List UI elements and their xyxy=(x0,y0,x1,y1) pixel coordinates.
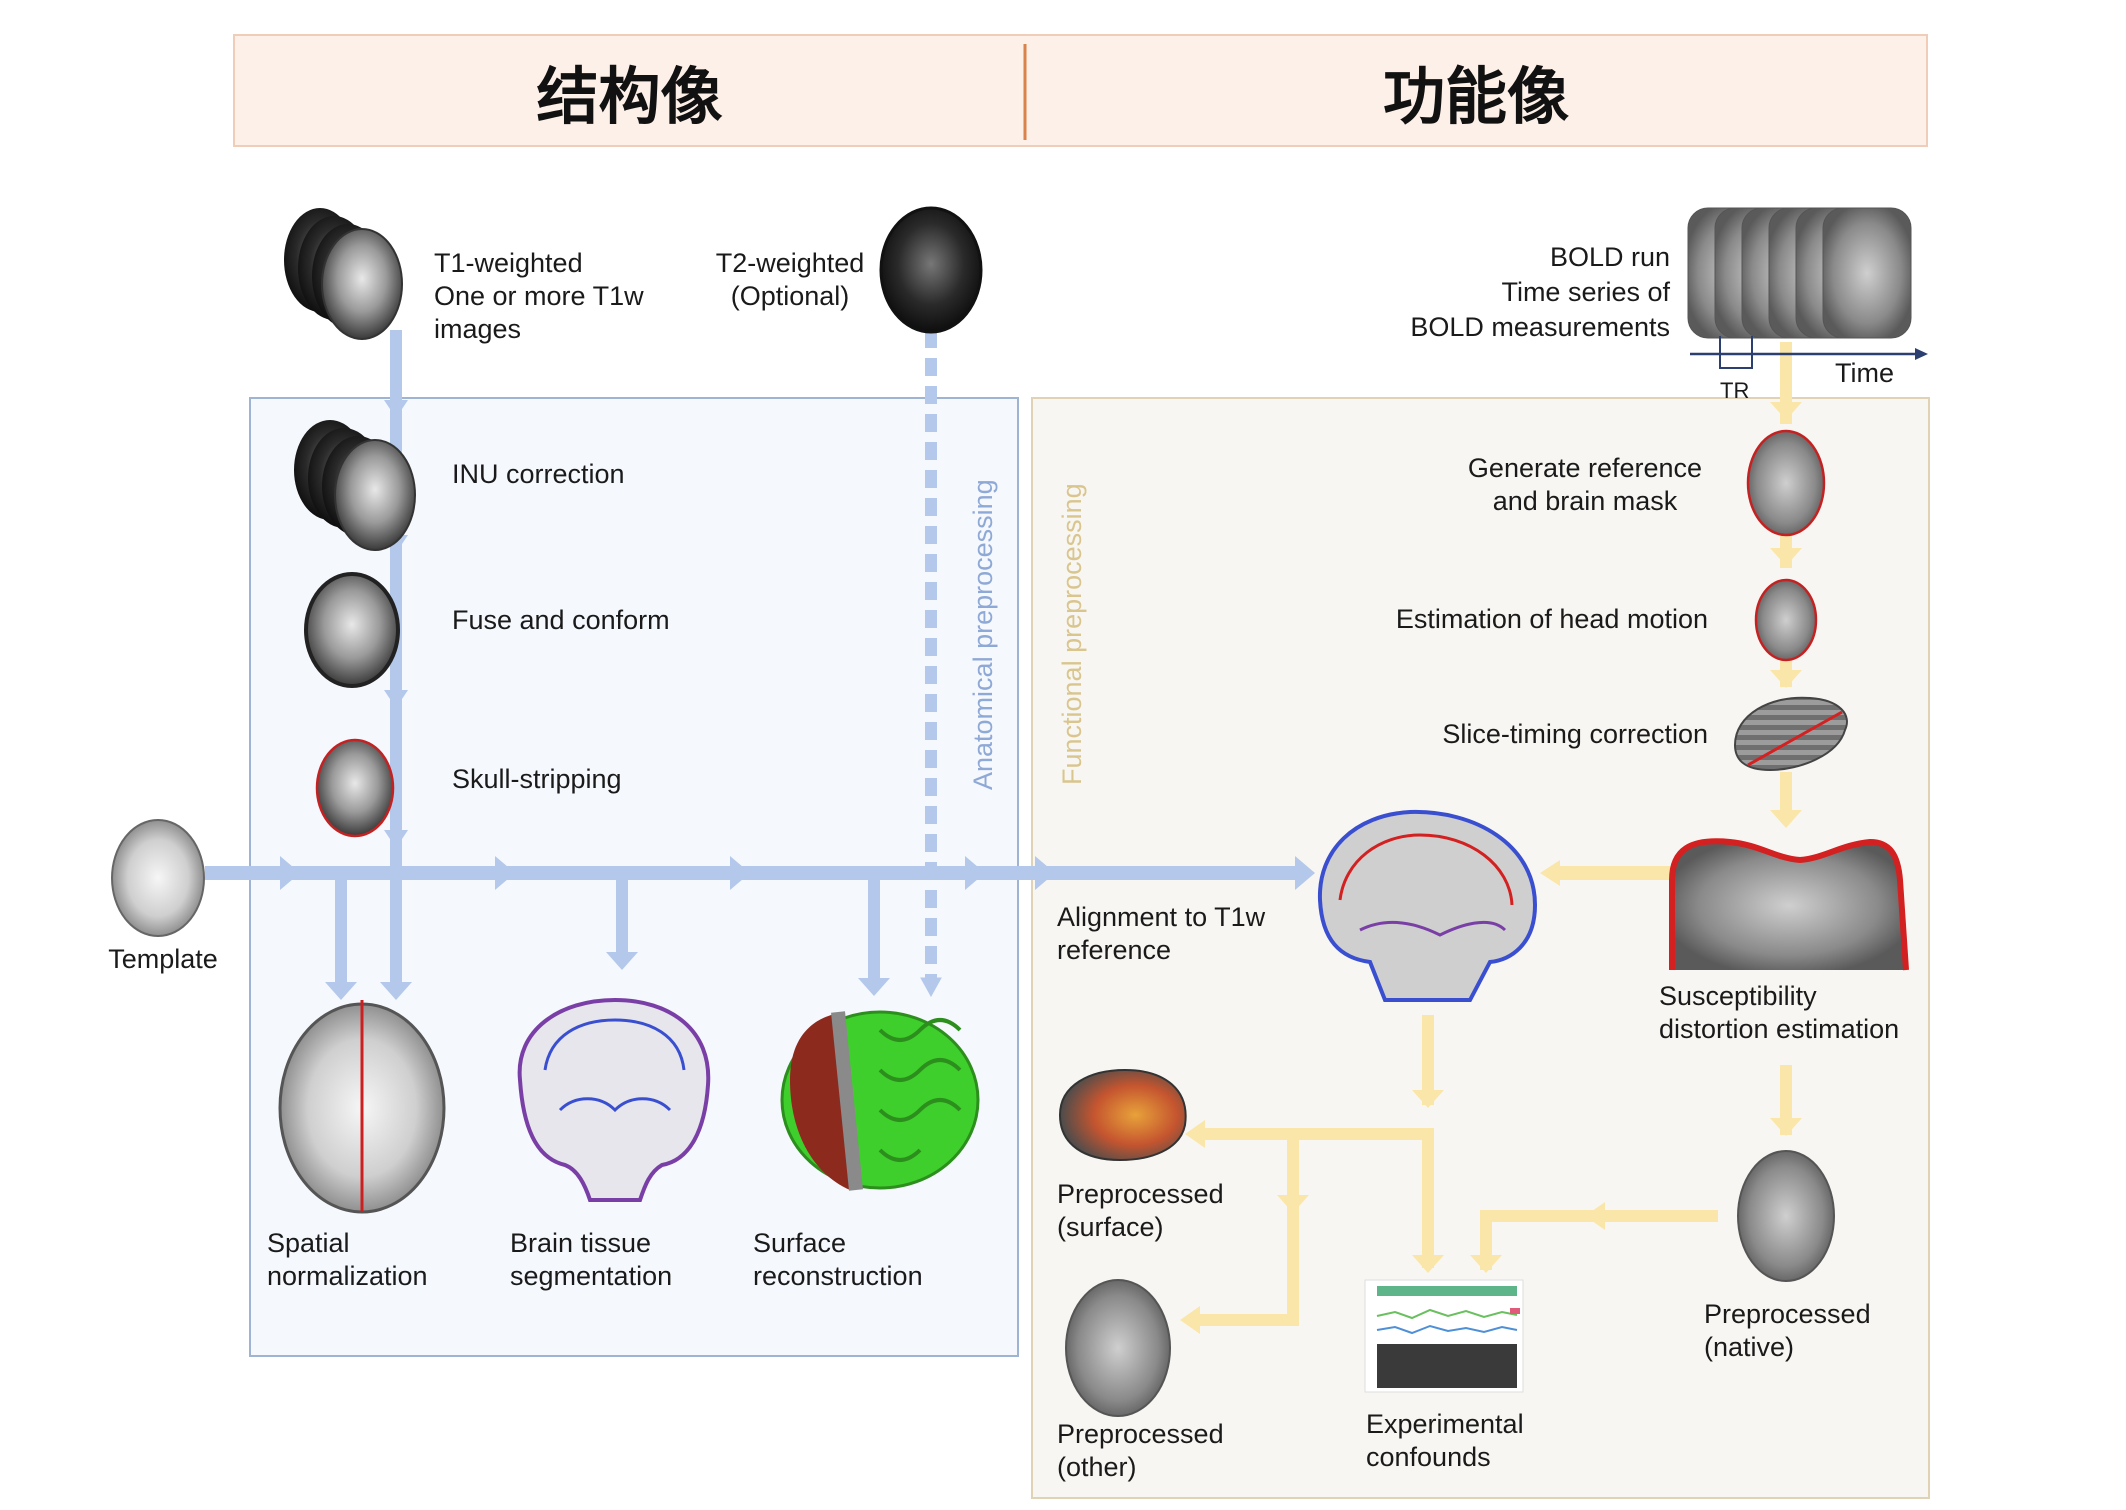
tissue-segmentation-image xyxy=(517,997,711,1202)
spatial-normalization-label: Spatial normalization xyxy=(267,1228,428,1291)
spatial-normalization-image xyxy=(278,1000,446,1214)
t2-dashed-arrow xyxy=(920,330,942,998)
functional-arrows xyxy=(1180,342,1802,1334)
t2-image xyxy=(879,206,983,334)
experimental-confounds-label: Experimental confounds xyxy=(1366,1409,1524,1472)
header-functional: 功能像 xyxy=(1382,59,1569,133)
brain-tissue-segmentation-label: Brain tissue segmentation xyxy=(510,1228,673,1291)
slice-timing-image xyxy=(1733,696,1848,772)
head-motion-label: Estimation of head motion xyxy=(1395,604,1708,634)
template-label: Template xyxy=(108,944,218,974)
inu-correction-label: INU correction xyxy=(452,459,625,489)
sdc-image xyxy=(1669,838,1909,971)
inu-image xyxy=(294,420,416,551)
t2-label: T2-weighted (Optional) xyxy=(715,248,865,311)
skullstrip-image xyxy=(315,738,395,838)
generate-reference-label: Generate reference and brain mask xyxy=(1467,453,1703,516)
t1-stack-image xyxy=(284,208,403,340)
time-axis xyxy=(1690,336,1928,369)
surface-reconstruction-image xyxy=(780,1010,980,1191)
preprocessed-native-label: Preprocessed (native) xyxy=(1704,1299,1871,1362)
alignment-label: Alignment to T1w reference xyxy=(1057,902,1266,965)
template-image xyxy=(111,819,205,937)
preprocessed-surface-image xyxy=(1058,1068,1187,1162)
header-structural: 结构像 xyxy=(536,59,723,133)
bold-run-image xyxy=(1687,207,1912,339)
preprocessed-other-label: Preprocessed (other) xyxy=(1057,1419,1224,1482)
preprocessed-surface-label: Preprocessed (surface) xyxy=(1057,1179,1224,1242)
susceptibility-distortion-label: Susceptibility distortion estimation xyxy=(1659,981,1900,1044)
header-banner xyxy=(233,34,1928,147)
bold-run-label: BOLD run Time series of BOLD measurement… xyxy=(1410,242,1670,342)
head-motion-image xyxy=(1754,578,1818,662)
skull-stripping-label: Skull-stripping xyxy=(452,764,622,794)
slice-timing-label: Slice-timing correction xyxy=(1442,719,1708,749)
time-label: Time xyxy=(1835,358,1894,388)
confounds-plot-image xyxy=(1364,1279,1524,1393)
reference-image xyxy=(1746,429,1826,537)
anatomical-section-label: Anatomical preprocessing xyxy=(968,479,998,790)
slice-timing-line xyxy=(1747,710,1843,767)
functional-section-label: Functional preprocessing xyxy=(1057,483,1087,785)
t1-label: T1-weighted One or more T1w images xyxy=(434,248,644,344)
alignment-image xyxy=(1317,809,1538,1002)
tr-label: TR xyxy=(1720,378,1750,403)
fuse-image xyxy=(304,572,400,688)
fuse-conform-label: Fuse and conform xyxy=(452,605,670,635)
preprocessed-other-image xyxy=(1065,1279,1171,1417)
surface-reconstruction-label: Surface reconstruction xyxy=(753,1228,923,1291)
preprocessed-native-image xyxy=(1737,1150,1835,1282)
